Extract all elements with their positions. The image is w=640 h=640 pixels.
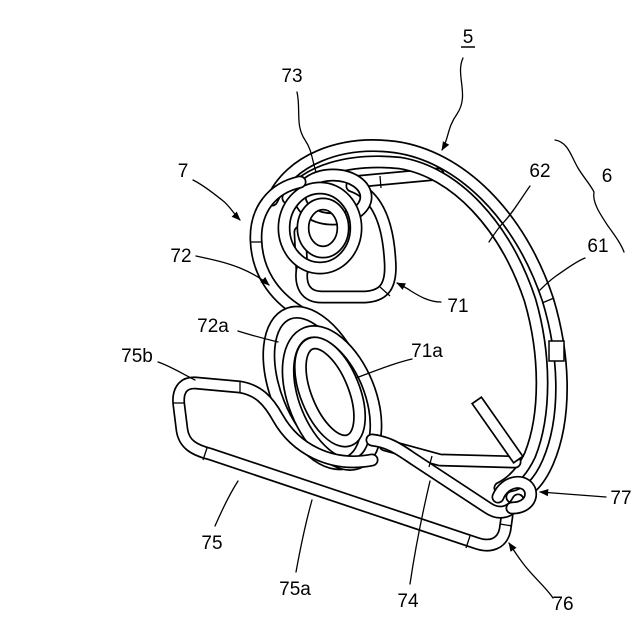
label-71a: 71a <box>411 341 443 362</box>
label-62: 62 <box>529 161 550 182</box>
label-75b: 75b <box>121 346 153 367</box>
wire-side-stub <box>549 341 564 361</box>
label-73: 73 <box>281 66 302 87</box>
label-61: 61 <box>587 236 608 257</box>
label-74: 74 <box>397 591 419 612</box>
label-72: 72 <box>170 246 191 267</box>
label-77: 77 <box>610 488 631 509</box>
label-71: 71 <box>447 296 468 317</box>
label-75a: 75a <box>279 579 311 600</box>
label-76: 76 <box>552 594 573 615</box>
label-72a: 72a <box>197 316 229 337</box>
label-5: 5 <box>463 27 474 48</box>
label-7: 7 <box>178 161 189 182</box>
label-75: 75 <box>201 533 222 554</box>
label-6: 6 <box>602 166 613 187</box>
